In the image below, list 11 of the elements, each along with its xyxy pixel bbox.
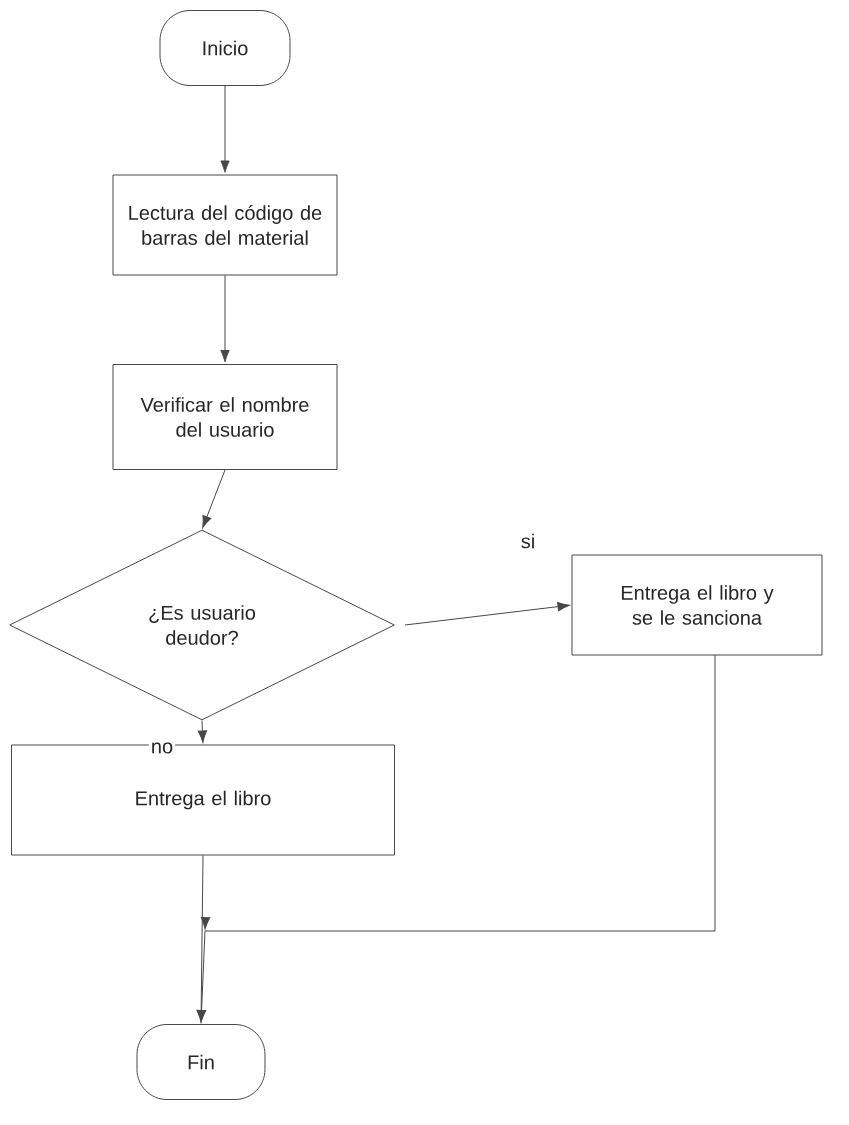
arrow	[202, 469, 226, 528]
arrow	[220, 275, 230, 363]
edge-label: no	[148, 740, 176, 756]
process-box: Entrega el libro y se le sanciona	[571, 554, 823, 656]
arrow	[220, 85, 230, 173]
edge-label: si	[518, 531, 538, 551]
arrow	[196, 654, 716, 1023]
process-box: Lectura del código de barras del material	[112, 174, 338, 276]
arrow	[197, 720, 208, 743]
process-box: Verificar el nombre del usuario	[112, 364, 338, 470]
arrow	[404, 602, 570, 626]
